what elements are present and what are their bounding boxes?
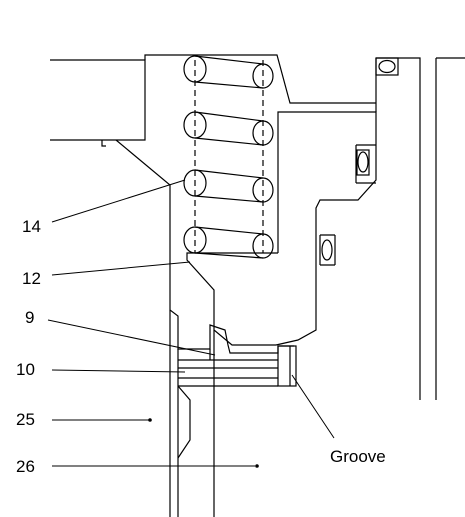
label-10: 10: [16, 360, 35, 379]
o-rings: [321, 57, 399, 261]
retainer-body-outline: [115, 54, 376, 354]
spring-seat-outline: [186, 111, 377, 346]
spring-centerlines: [194, 60, 264, 253]
label-25: 25: [16, 410, 35, 429]
upper-housing: [50, 59, 146, 147]
right-housing: [319, 57, 465, 400]
label-groove: Groove: [330, 447, 386, 466]
leader-lines: [47, 179, 335, 467]
label-26: 26: [16, 457, 35, 476]
stem: [169, 310, 278, 517]
coil-spring: [183, 55, 274, 259]
label-14: 14: [22, 217, 41, 236]
leader-dots: [148, 418, 259, 468]
groove-block: [277, 345, 297, 387]
label-9: 9: [25, 308, 35, 327]
label-12: 12: [22, 269, 41, 288]
